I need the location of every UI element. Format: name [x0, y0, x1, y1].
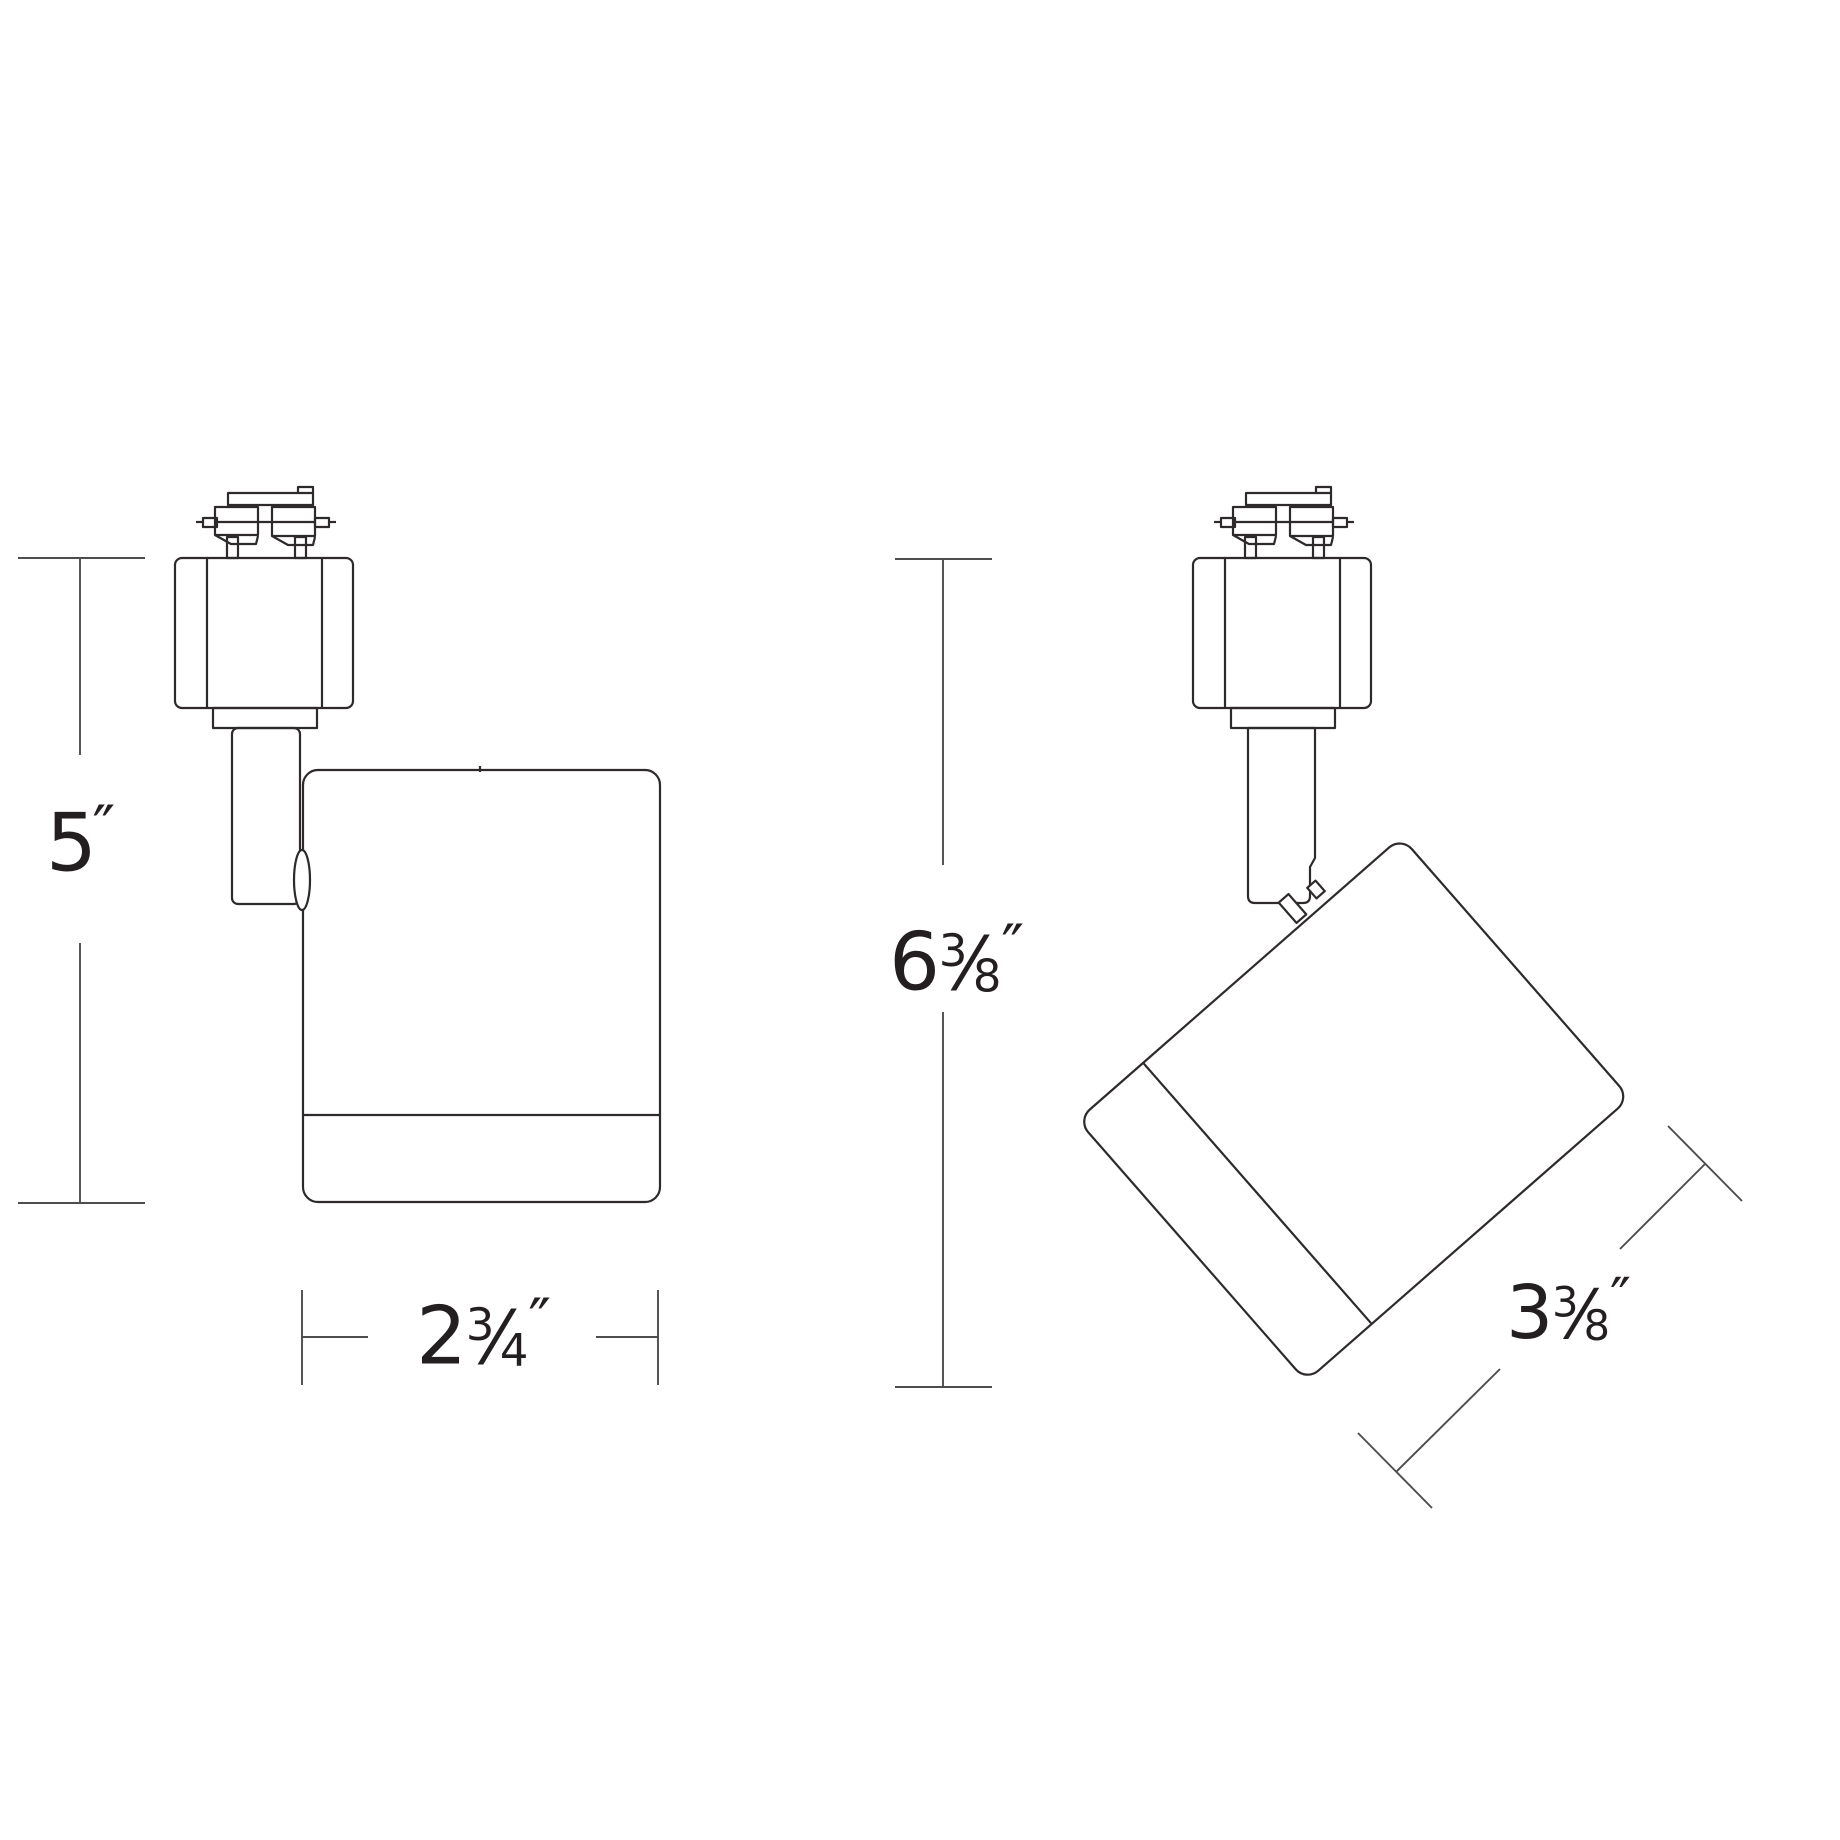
dimension-numerator: 3	[1552, 1278, 1578, 1327]
pivot-bracket	[1277, 892, 1308, 925]
tilted-view-fixture	[1083, 485, 1625, 1376]
adapter-screw-right	[313, 516, 331, 529]
adapter-housing	[1191, 556, 1373, 710]
cylinder-head	[1083, 842, 1625, 1376]
dimension-denominator: 8	[972, 949, 1002, 1003]
pivot-knuckle	[292, 848, 312, 912]
housing-step	[211, 706, 319, 730]
dimension-whole: 5	[45, 796, 97, 890]
adapter-tab-left	[214, 534, 260, 546]
dimension-unit-mark: ″	[1609, 1266, 1631, 1332]
dimension-fraction-slash: ⁄	[1575, 1276, 1586, 1356]
adapter-post-right	[1311, 535, 1326, 560]
dimension-annotations	[18, 557, 1743, 1509]
adapter-post-left	[225, 535, 240, 560]
dimension-label-tilted-length: 33⁄8″	[1506, 1271, 1631, 1351]
adapter-tab-right	[271, 535, 317, 547]
dimension-denominator: 4	[499, 1323, 529, 1377]
dimension-tilted-length	[1357, 1125, 1743, 1509]
dimension-label-front-width: 23⁄4″	[416, 1291, 551, 1377]
stem	[1246, 726, 1317, 905]
dimension-whole: 2	[416, 1289, 467, 1383]
adapter-bridge	[1244, 491, 1333, 507]
cylinder-head	[301, 768, 662, 1204]
dimension-fraction-slash: ⁄	[490, 1296, 503, 1382]
adapter-housing	[173, 556, 355, 710]
adapter-bridge	[226, 491, 315, 507]
dimension-unit-mark: ″	[92, 793, 115, 864]
dimension-front-height	[18, 557, 145, 1204]
dimension-numerator: 3	[938, 924, 968, 978]
dimension-tilted-height	[895, 558, 992, 1388]
dim-line	[1619, 1163, 1706, 1250]
adapter-screw-right	[1331, 516, 1349, 529]
adapter-top-step	[1314, 485, 1333, 493]
dimension-denominator: 8	[1583, 1302, 1610, 1351]
dim-tick	[1357, 1432, 1433, 1509]
adapter-tab-right	[1289, 535, 1335, 547]
dimension-label-front-height: 5″	[46, 798, 115, 884]
adapter-post-left	[1243, 535, 1258, 560]
tilted-head-group	[1083, 842, 1625, 1376]
adapter-top-step	[296, 485, 315, 493]
stem	[230, 726, 302, 906]
dim-tick	[1667, 1125, 1743, 1202]
dimension-unit-mark: ″	[1001, 912, 1024, 983]
dimension-whole: 6	[889, 915, 940, 1009]
dim-line	[1395, 1368, 1501, 1473]
lens-trim-line	[1142, 1062, 1372, 1324]
dimension-whole: 3	[1506, 1270, 1553, 1357]
dimension-fraction-slash: ⁄	[963, 922, 976, 1008]
housing-step	[1229, 706, 1337, 730]
dimension-label-tilted-height: 63⁄8″	[889, 917, 1024, 1003]
pivot-screw	[1306, 879, 1326, 900]
dimension-numerator: 3	[465, 1298, 495, 1352]
dimension-front-width	[301, 1290, 659, 1385]
front-view-fixture	[173, 485, 662, 1204]
adapter-post-right	[293, 535, 308, 560]
dimension-unit-mark: ″	[528, 1286, 551, 1357]
adapter-tab-left	[1232, 534, 1278, 546]
